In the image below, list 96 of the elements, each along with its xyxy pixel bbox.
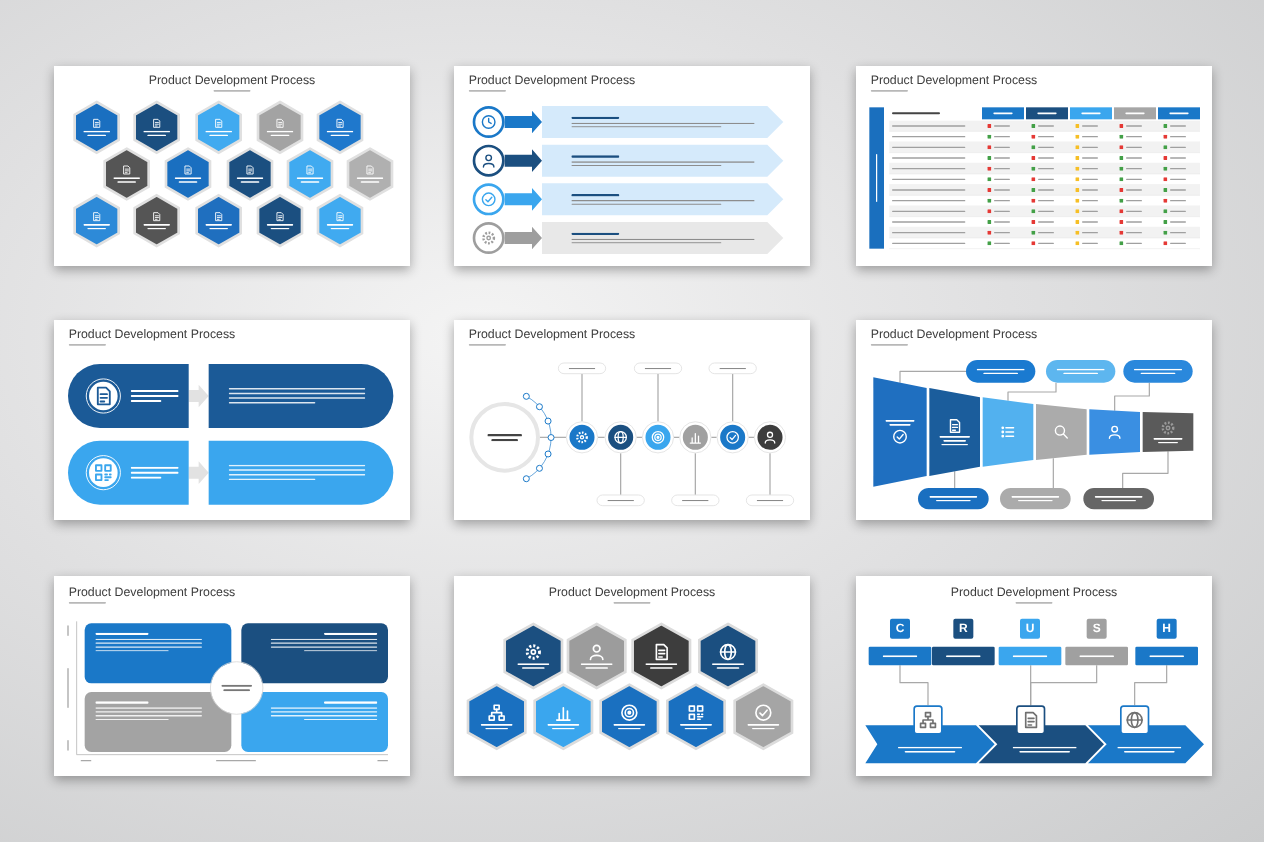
step-circle [642, 421, 674, 454]
slide-card [856, 576, 1212, 776]
text-band [542, 222, 784, 254]
slide-card [454, 320, 810, 520]
icon-tile [1016, 705, 1046, 735]
quadrant-panel [84, 623, 232, 684]
letter-tile [953, 618, 974, 639]
hexagon-tile [133, 194, 180, 248]
placeholder-tag [708, 362, 757, 374]
letter-tile [1020, 618, 1040, 639]
callout-bubble [918, 488, 989, 510]
funnel-segment [1142, 412, 1194, 452]
callout-bubble [1083, 488, 1154, 510]
slide-card [856, 320, 1212, 520]
text-band [542, 183, 784, 216]
funnel-segment [1089, 409, 1140, 455]
hexagon-tile [286, 147, 334, 201]
funnel-segment [1036, 404, 1087, 460]
arrow [188, 461, 209, 484]
hexagon-tile [466, 683, 527, 750]
step-circle [604, 421, 637, 454]
arrow [504, 110, 542, 134]
slide-card [54, 320, 410, 520]
hexagon-tile [503, 622, 564, 690]
text-panel [68, 364, 189, 428]
funnel-segment [982, 397, 1034, 467]
hexagon-tile [631, 622, 692, 690]
hexagon-tile [316, 194, 364, 248]
hexagon-tile [599, 683, 660, 750]
text-panel [208, 364, 394, 428]
placeholder-tag [596, 494, 645, 506]
icon-circle [472, 106, 505, 138]
callout-bubble [1000, 488, 1071, 510]
description-bar [868, 646, 932, 666]
hexagon-tile [698, 622, 758, 690]
placeholder-tag [558, 362, 606, 374]
funnel-segment [873, 377, 927, 487]
hexagon-tile [164, 147, 212, 201]
description-bar [932, 646, 995, 666]
slide-card [454, 66, 810, 266]
hexagon-tile [103, 147, 150, 201]
quadrant-panel [241, 692, 388, 752]
callout-bubble [1046, 360, 1116, 383]
hexagon-tile [256, 100, 304, 154]
arrow [504, 226, 542, 250]
hexagon-tile [73, 100, 120, 154]
chevron-band [1088, 725, 1204, 764]
center-circle [469, 402, 540, 473]
callout-bubble [1123, 360, 1193, 383]
placeholder-tag [671, 494, 720, 506]
slide-card [856, 66, 1212, 266]
hexagon-tile [666, 683, 726, 750]
step-circle [716, 421, 749, 454]
step-circle [566, 421, 598, 454]
letter-tile [1086, 618, 1107, 639]
funnel-segment [929, 388, 980, 476]
hexagon-tile [226, 147, 274, 201]
hexagon-tile [133, 100, 180, 154]
hexagon-tile [73, 194, 120, 248]
hexagon-tile [256, 194, 304, 248]
callout-bubble [966, 360, 1036, 383]
quadrant-panel [84, 692, 232, 752]
icon-circle [472, 222, 505, 254]
arrow [504, 188, 542, 211]
text-panel [68, 440, 189, 505]
text-panel [208, 440, 394, 505]
slide-card [54, 66, 410, 266]
icon-tile [913, 705, 943, 735]
arrow [188, 384, 209, 408]
placeholder-tag [634, 362, 682, 374]
description-bar [1065, 646, 1128, 666]
side-bar [869, 107, 884, 249]
description-bar [998, 646, 1062, 666]
icon-tile [1120, 705, 1150, 735]
step-circle [754, 421, 786, 454]
description-bar [1135, 646, 1198, 666]
quadrant-panel [241, 623, 388, 684]
slide-card [54, 576, 410, 776]
arrow [504, 149, 542, 172]
hexagon-tile [533, 683, 594, 750]
icon-circle [472, 183, 505, 216]
step-circle [679, 421, 712, 454]
hexagon-tile [195, 100, 242, 154]
hexagon-tile [566, 622, 627, 690]
hexagon-tile [346, 147, 394, 201]
hexagon-tile [195, 194, 242, 248]
center-circle [209, 661, 263, 715]
icon-circle [472, 144, 505, 177]
hexagon-tile [733, 683, 794, 750]
letter-tile [1156, 618, 1177, 639]
text-band [542, 106, 784, 138]
placeholder-tag [746, 494, 794, 506]
text-band [542, 144, 784, 177]
letter-tile [890, 618, 910, 639]
hexagon-tile [316, 100, 364, 154]
slide-card [454, 576, 810, 776]
